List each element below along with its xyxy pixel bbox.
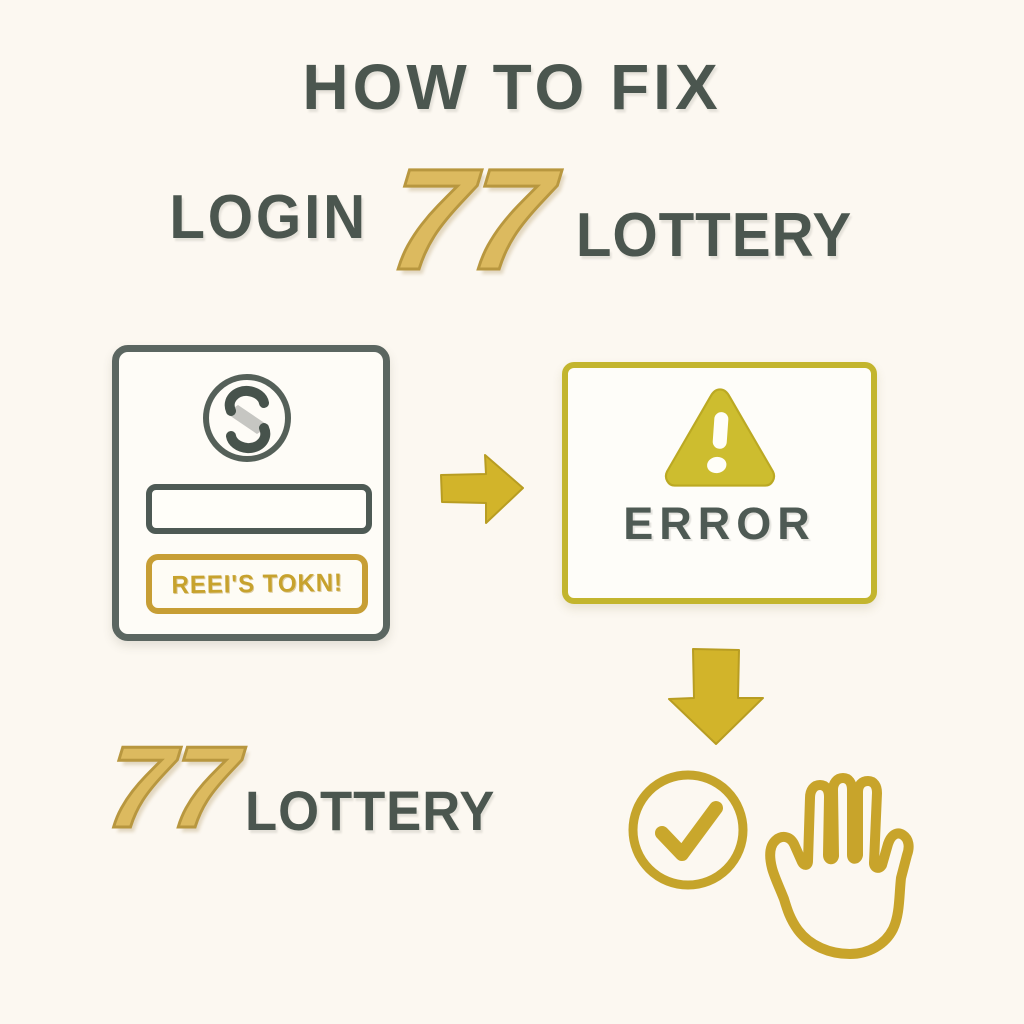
page-title: HOW TO FIX	[302, 51, 722, 123]
footer-lottery-word: LOTTERY	[245, 779, 496, 842]
error-label: ERROR	[623, 498, 816, 549]
register-button-label: REEI'S TOKN!	[171, 568, 343, 599]
brand-login-word: LOGIN	[169, 183, 369, 252]
warning-triangle-icon	[659, 384, 781, 492]
footer-77-number: 77	[100, 721, 246, 854]
login-input[interactable]	[146, 484, 372, 534]
down-arrow-icon	[666, 648, 766, 745]
s-logo-icon	[199, 370, 295, 466]
brand-lottery-word: LOTTERY	[575, 201, 852, 270]
login-card: REEI'S TOKN!	[112, 345, 390, 641]
check-circle-icon	[624, 766, 752, 894]
error-card: ERROR	[562, 362, 877, 604]
brand-header: LOGIN 77 LOTTERY	[0, 138, 1024, 302]
brand-77-number: 77	[381, 138, 561, 302]
right-arrow-icon	[440, 452, 524, 526]
footer-brand: 77 LOTTERY	[100, 721, 511, 854]
register-button[interactable]: REEI'S TOKN!	[146, 554, 368, 614]
hand-icon	[752, 756, 952, 966]
